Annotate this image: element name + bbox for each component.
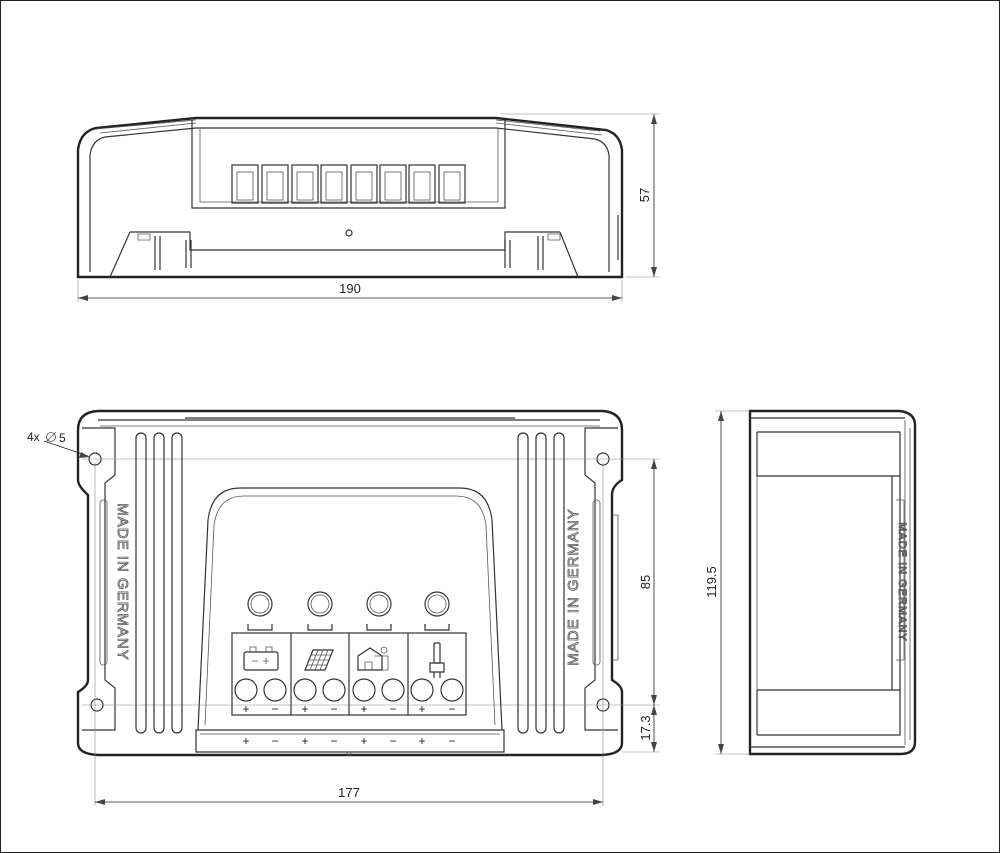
dim-front-width: 190 [77, 280, 623, 302]
svg-text:+: + [360, 734, 367, 748]
svg-text:+: + [301, 734, 308, 748]
front-view [76, 116, 624, 279]
svg-text:+: + [242, 734, 249, 748]
made-in-germany-right: MADE IN GERMANY [565, 508, 582, 666]
dim-side-depth: 119.5 [704, 410, 750, 755]
svg-text:MADE IN GERMANY: MADE IN GERMANY [896, 522, 908, 642]
svg-text:5: 5 [59, 431, 66, 445]
solar-panel-icon [304, 649, 334, 671]
svg-text:−: − [271, 702, 278, 716]
svg-text:−: − [448, 734, 455, 748]
dim-front-height: 57 [500, 113, 660, 278]
svg-text:+: + [360, 702, 367, 716]
svg-text:−: − [330, 702, 337, 716]
side-view: MADE IN GERMANY [748, 409, 917, 756]
svg-text:−: − [448, 702, 455, 716]
dim-front-height-label: 57 [637, 188, 652, 202]
hole-callout: 4x 5 [27, 430, 90, 458]
svg-text:−: − [271, 734, 278, 748]
dim-top-height-label: 85 [638, 575, 653, 589]
lamp-icon [429, 642, 445, 678]
polarity-row-1: + − + − + − + − [242, 702, 455, 716]
front-terminals [231, 164, 466, 204]
svg-text:−: − [389, 702, 396, 716]
svg-text:4x: 4x [27, 430, 40, 444]
svg-text:−: − [330, 734, 337, 748]
dim-top-width-label: 177 [338, 785, 360, 800]
dim-side-depth-label: 119.5 [704, 566, 719, 598]
dim-top-width: 177 [94, 462, 604, 806]
svg-text:+: + [301, 702, 308, 716]
battery-icon [243, 646, 279, 671]
terminal-screws [234, 678, 464, 702]
polarity-row-2: + − + − + − + − [242, 734, 455, 748]
top-view: MADE IN GERMANY MADE IN GERMANY [76, 409, 660, 757]
status-leds [247, 591, 450, 631]
dim-terminal-depth-label: 17.3 [638, 715, 653, 740]
svg-text:+: + [418, 734, 425, 748]
svg-text:+: + [242, 702, 249, 716]
dim-terminal-depth: 17.3 [622, 705, 660, 753]
dim-front-width-label: 190 [339, 281, 361, 296]
svg-text:+: + [418, 702, 425, 716]
svg-text:−: − [389, 734, 396, 748]
house-load-icon [357, 646, 389, 671]
dim-top-height: 85 [638, 459, 657, 705]
made-in-germany-left: MADE IN GERMANY [114, 503, 131, 661]
